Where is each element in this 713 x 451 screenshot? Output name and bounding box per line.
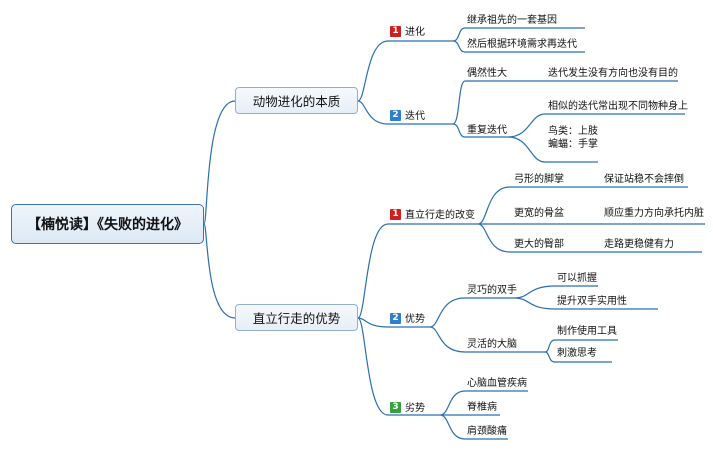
link-b2-disadvantage [357, 317, 440, 416]
link-b2-change [357, 223, 478, 319]
item-repeated-iteration[interactable]: 重复迭代 [467, 125, 507, 136]
link-b2-advantage [357, 317, 430, 328]
link-change-items [477, 186, 568, 253]
detail-no-direction[interactable]: 迭代发生没有方向也没有目的 [548, 68, 678, 79]
subtopic-evolution[interactable]: 进化 [405, 27, 425, 38]
detail-support-organs[interactable]: 顺应重力方向承托内脏 [604, 208, 704, 219]
priority-1-badge: 1 [390, 26, 401, 37]
item-wider-pelvis[interactable]: 更宽的骨盆 [514, 208, 564, 219]
root-topic[interactable]: 【楠悦读】《失败的进化》 [11, 204, 204, 244]
item-larger-buttocks[interactable]: 更大的臀部 [514, 239, 564, 250]
priority-2-badge: 2 [390, 313, 401, 324]
link-disadvantage-items [439, 390, 528, 440]
detail-stimulate-thinking[interactable]: 刺激思考 [557, 348, 597, 359]
detail-hand-utility[interactable]: 提升双手实用性 [557, 296, 627, 307]
detail-stable-standing[interactable]: 保证站稳不会摔倒 [604, 174, 684, 185]
item-neck-shoulder-pain[interactable]: 肩颈酸痛 [467, 426, 507, 437]
link-evolution-items [452, 27, 585, 53]
subtopic-iteration[interactable]: 迭代 [405, 111, 425, 122]
link-root-branch1 [203, 100, 236, 225]
item-dexterous-hands[interactable]: 灵巧的双手 [467, 285, 517, 296]
link-change-details [568, 186, 705, 253]
detail-grasping[interactable]: 可以抓握 [557, 273, 597, 284]
detail-tool-making[interactable]: 制作使用工具 [557, 326, 617, 337]
link-brain-details [544, 339, 618, 363]
item-randomness[interactable]: 偶然性大 [467, 68, 507, 79]
link-advantage-items [429, 297, 545, 353]
detail-steady-walking[interactable]: 走路更稳健有力 [604, 239, 674, 250]
link-b1-evolution [357, 40, 453, 102]
link-hands-details [514, 285, 658, 310]
subtopic-bipedal-changes[interactable]: 直立行走的改变 [405, 210, 475, 221]
branch-animal-evolution-essence[interactable]: 动物进化的本质 [235, 87, 358, 114]
detail-bats-palms[interactable]: 蝙蝠：手掌 [548, 139, 598, 150]
item-cardiovascular-disease[interactable]: 心脑血管疾病 [467, 378, 527, 389]
link-repeat-details [507, 113, 685, 163]
item-arched-feet[interactable]: 弓形的脚掌 [514, 174, 564, 185]
detail-similar-across-species[interactable]: 相似的迭代常出现不同物种身上 [548, 101, 688, 112]
link-iteration-items [452, 80, 508, 138]
link-b1-iteration [357, 100, 453, 125]
priority-2-badge: 2 [390, 110, 401, 121]
subtopic-advantages[interactable]: 优势 [405, 314, 425, 325]
item-flexible-brain[interactable]: 灵活的大脑 [467, 339, 517, 350]
priority-3-badge: 3 [390, 402, 401, 413]
item-iterate-by-environment[interactable]: 然后根据环境需求再迭代 [467, 39, 577, 50]
subtopic-disadvantages[interactable]: 劣势 [405, 403, 425, 414]
item-spine-disease[interactable]: 脊椎病 [467, 402, 497, 413]
detail-birds-upper-limbs[interactable]: 鸟类：上肢 [548, 126, 598, 137]
link-root-branch2 [203, 223, 236, 319]
item-inherit-genes[interactable]: 继承祖先的一套基因 [467, 15, 557, 26]
branch-bipedal-advantage[interactable]: 直立行走的优势 [235, 304, 358, 331]
priority-1-badge: 1 [390, 209, 401, 220]
